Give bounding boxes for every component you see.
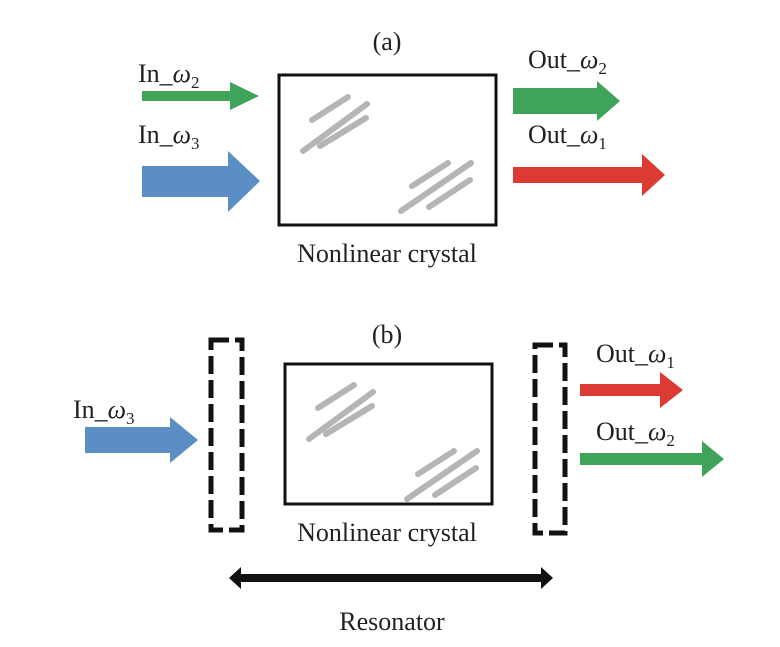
crystal-stripe: [317, 115, 369, 149]
crystal-stripe: [398, 160, 474, 214]
crystal-stripe: [300, 101, 370, 154]
crystal-stripe: [306, 389, 376, 442]
panel-b-label: (b): [372, 320, 402, 349]
panel-a-nonlinear-crystal-box: [277, 73, 498, 227]
panel-a-input-omega2-label: In_ω2: [138, 59, 200, 92]
panel-a-label: (a): [373, 27, 402, 56]
panel-b-crystal-label: Nonlinear crystal: [297, 518, 477, 547]
panel-a-output-omega2-label: Out_ω2: [528, 45, 607, 78]
panel-b-input-omega3-arrow: [85, 417, 198, 463]
panel-a: (a) In_ω2 In_ω3 Nonlinear crystal Out_ω2…: [138, 27, 665, 268]
panel-a-input-omega3-label: In_ω3: [138, 120, 200, 153]
panel-b-output-omega2-arrow: [580, 441, 724, 477]
panel-b-output-omega1-label: Out_ω1: [596, 339, 675, 372]
crystal-stripe: [404, 448, 480, 502]
crystal-stripe: [409, 160, 451, 189]
left-resonator-mirror: [208, 337, 245, 533]
panel-b-output-omega1-arrow: [580, 372, 683, 408]
panel-a-crystal-label: Nonlinear crystal: [297, 239, 477, 268]
right-resonator-mirror: [532, 342, 568, 536]
panel-a-crystal-domain-stripes: [300, 94, 474, 214]
panel-b-output-omega2-label: Out_ω2: [596, 417, 675, 450]
crystal-stripe: [315, 382, 357, 411]
panel-a-input-omega3-arrow: [142, 151, 260, 212]
crystal-stripe: [415, 448, 457, 477]
crystal-stripe: [309, 94, 351, 123]
panel-b-crystal-domain-stripes: [306, 382, 480, 502]
crystal-stripe: [426, 177, 473, 210]
crystal-stripe: [432, 465, 479, 498]
panel-a-input-omega2-arrow: [142, 82, 259, 110]
panel-b-input-omega3-label: In_ω3: [73, 395, 135, 428]
panel-b: (b) In_ω3 Nonlinear crystal Out_ω1 Out_ω…: [73, 320, 724, 636]
resonator-label: Resonator: [339, 607, 445, 636]
resonator-double-arrow: [229, 567, 553, 589]
panel-a-output-omega2-arrow: [513, 81, 620, 121]
panel-a-output-omega1-label: Out_ω1: [528, 120, 607, 153]
crystal-stripe: [323, 403, 375, 437]
panel-a-output-omega1-arrow: [513, 154, 665, 196]
